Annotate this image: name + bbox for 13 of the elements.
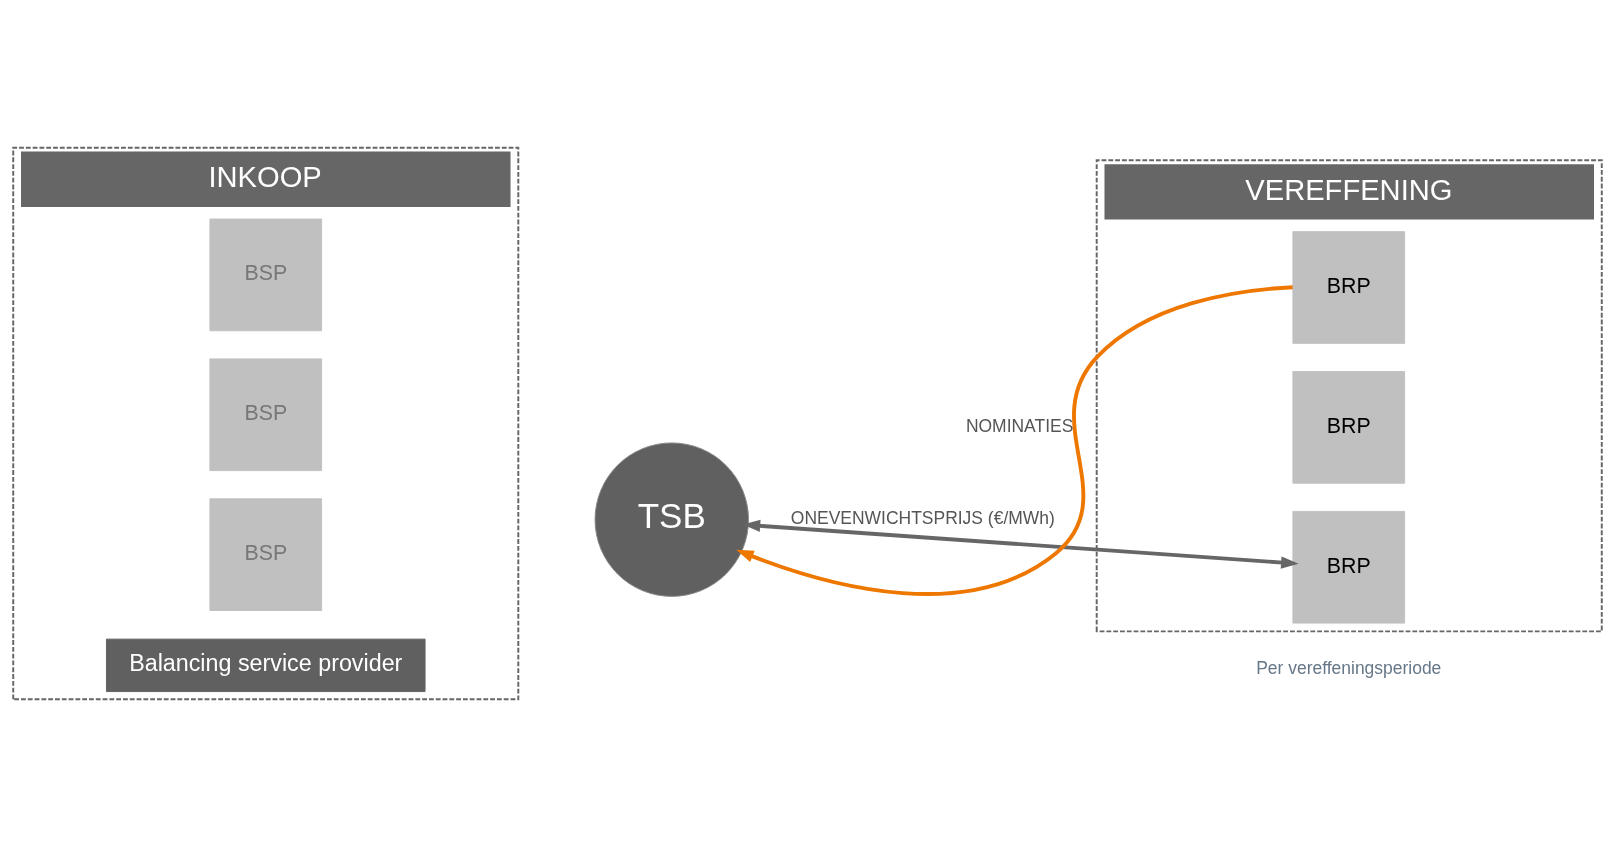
node-box: BSP bbox=[209, 497, 323, 611]
node-circle: TSB bbox=[594, 441, 749, 597]
node-box: Balancing service provider bbox=[106, 638, 426, 692]
node-box: BRP bbox=[1292, 370, 1406, 484]
node-box: BSP bbox=[209, 218, 323, 331]
node-box: BRP bbox=[1292, 230, 1406, 344]
edge-label: ONEVENWICHTSPRIJS (€/MWh) bbox=[790, 507, 1055, 528]
node-box: BRP bbox=[1292, 510, 1406, 624]
edge-label: NOMINATIES bbox=[965, 415, 1074, 436]
arrow bbox=[742, 519, 1299, 569]
label: Per vereffeningsperiode bbox=[1256, 657, 1442, 678]
arrow bbox=[736, 284, 1293, 596]
node-box: BSP bbox=[209, 357, 323, 471]
